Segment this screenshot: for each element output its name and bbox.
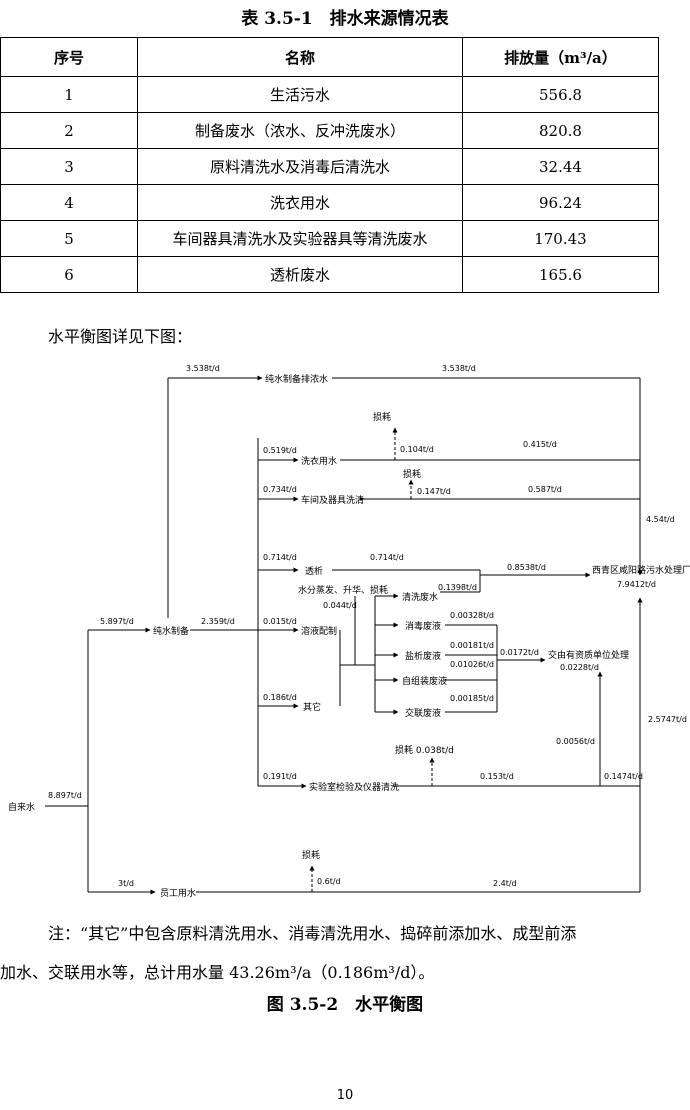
flow-label: 0.00181t/d: [450, 641, 494, 650]
flow-label: 3.538t/d: [186, 364, 220, 373]
node-pure-water: 纯水制备: [153, 625, 189, 637]
flow-label: 3t/d: [118, 879, 134, 888]
flow-label: 0.044t/d: [323, 601, 357, 610]
node-lab-cleaning: 实验室检验及仪器清洗: [309, 781, 399, 793]
flow-label: 8.897t/d: [48, 791, 82, 800]
cell-index: 3: [0, 148, 139, 185]
cell-name: 洗衣用水: [137, 184, 463, 221]
loss-laundry: 损耗: [373, 411, 391, 423]
flow-label: 0.519t/d: [263, 446, 297, 455]
flow-label: 0.00185t/d: [450, 694, 494, 703]
cell-name: 车间器具清洗水及实验器具等清洗废水: [137, 220, 463, 257]
flow-label: 0.0172t/d: [500, 648, 539, 657]
cell-index: 5: [0, 220, 139, 257]
cell-amount: 170.43: [461, 220, 660, 257]
header-amount: 排放量（m³/a）: [461, 37, 660, 77]
cell-name: 原料清洗水及消毒后清洗水: [137, 148, 463, 185]
header-name: 名称: [137, 37, 463, 77]
cell-name: 透析废水: [137, 256, 463, 293]
cell-amount: 165.6: [461, 256, 660, 293]
table-row: 4 洗衣用水 96.24: [0, 184, 660, 221]
cell-name: 制备废水（浓水、反冲洗废水）: [137, 112, 463, 149]
node-disinfection-waste: 消毒废液: [405, 620, 441, 632]
node-laundry: 洗衣用水: [301, 455, 337, 467]
node-tap-water: 自来水: [8, 801, 35, 813]
cell-name: 生活污水: [137, 76, 463, 113]
flow-label: 0.153t/d: [480, 772, 514, 781]
cell-amount: 820.8: [461, 112, 660, 149]
flow-label: 0.587t/d: [528, 485, 562, 494]
node-solution: 溶液配制: [301, 625, 337, 637]
figure-title: 图 3.5-2 水平衡图: [266, 995, 424, 1015]
flow-label: 0.186t/d: [263, 693, 297, 702]
flow-label: 0.00328t/d: [450, 611, 494, 620]
flow-label: 0.415t/d: [523, 440, 557, 449]
table-row: 3 原料清洗水及消毒后清洗水 32.44: [0, 148, 660, 185]
flow-label: 0.147t/d: [417, 487, 451, 496]
cell-amount: 96.24: [461, 184, 660, 221]
flow-label: 2.4t/d: [493, 879, 517, 888]
flow-label: 0.6t/d: [317, 877, 341, 886]
cell-index: 4: [0, 184, 139, 221]
flow-label: 0.015t/d: [263, 617, 297, 626]
flow-label: 5.897t/d: [100, 617, 134, 626]
flow-label: 4.54t/d: [646, 515, 675, 524]
flow-label: 0.714t/d: [263, 553, 297, 562]
note-line-1: 注：“其它”中包含原料清洗用水、消毒清洗用水、捣碎前添加水、成型前添: [48, 924, 577, 943]
flow-label: 2.359t/d: [201, 617, 235, 626]
cell-index: 6: [0, 256, 139, 293]
wwtp-value: 7.9412t/d: [617, 580, 656, 589]
page-number: 10: [336, 1088, 354, 1103]
note-line-2: 加水、交联用水等，总计用水量 43.26m³/a（0.186m³/d）。: [0, 963, 435, 982]
node-hcl-waste: 盐析废液: [405, 650, 441, 662]
drainage-source-table: 序号 名称 排放量（m³/a） 1 生活污水 556.8 2 制备废水（浓水、反…: [0, 37, 660, 293]
node-pure-concentrate: 纯水制备排浓水: [265, 373, 328, 385]
node-self-assembly-waste: 自组装废液: [402, 675, 447, 687]
flow-label: 0.714t/d: [370, 553, 404, 562]
flow-label: 0.104t/d: [400, 445, 434, 454]
flow-label: 0.01026t/d: [450, 660, 494, 669]
node-other: 其它: [303, 701, 321, 713]
node-workshop: 车间及器具洗清: [301, 494, 364, 506]
node-evaporation: 水分蒸发、升华、损耗: [298, 584, 388, 596]
node-qualified-unit: 交由有资质单位处理: [548, 649, 629, 661]
cell-amount: 32.44: [461, 148, 660, 185]
header-index: 序号: [0, 37, 139, 77]
table-title: 表 3.5-1 排水来源情况表: [241, 9, 449, 29]
flow-label: 0.191t/d: [263, 772, 297, 781]
cell-amount: 556.8: [461, 76, 660, 113]
flow-label: 0.0056t/d: [556, 737, 595, 746]
cell-index: 2: [0, 112, 139, 149]
loss-lab: 损耗 0.038t/d: [395, 744, 454, 756]
intro-text: 水平衡图详见下图：: [48, 327, 193, 346]
node-crosslink-waste: 交联废液: [405, 707, 441, 719]
flow-label: 2.5747t/d: [648, 715, 687, 724]
flow-label: 0.1398t/d: [438, 583, 477, 592]
loss-workshop: 损耗: [403, 468, 421, 480]
loss-staff: 损耗: [302, 849, 320, 861]
node-dialysis: 透析: [305, 565, 323, 577]
table-row: 6 透析废水 165.6: [0, 256, 660, 293]
node-staff: 员工用水: [160, 887, 196, 899]
qualified-unit-value: 0.0228t/d: [560, 663, 599, 672]
water-balance-diagram: 自来水 纯水制备 纯水制备排浓水 洗衣用水 车间及器具洗清 透析 溶液配制 其它…: [8, 364, 690, 899]
flow-label: 0.1474t/d: [604, 772, 643, 781]
table-row: 5 车间器具清洗水及实验器具等清洗废水 170.43: [0, 220, 660, 257]
flow-label: 3.538t/d: [442, 364, 476, 373]
flow-label: 0.8538t/d: [507, 563, 546, 572]
table-row: 2 制备废水（浓水、反冲洗废水） 820.8: [0, 112, 660, 149]
flow-label: 0.734t/d: [263, 485, 297, 494]
node-cleaning-waste: 清洗废水: [402, 591, 438, 603]
node-wwtp: 西青区咸阳路污水处理厂: [592, 564, 690, 576]
table-header-row: 序号 名称 排放量（m³/a）: [0, 37, 660, 77]
cell-index: 1: [0, 76, 139, 113]
table-row: 1 生活污水 556.8: [0, 76, 660, 113]
